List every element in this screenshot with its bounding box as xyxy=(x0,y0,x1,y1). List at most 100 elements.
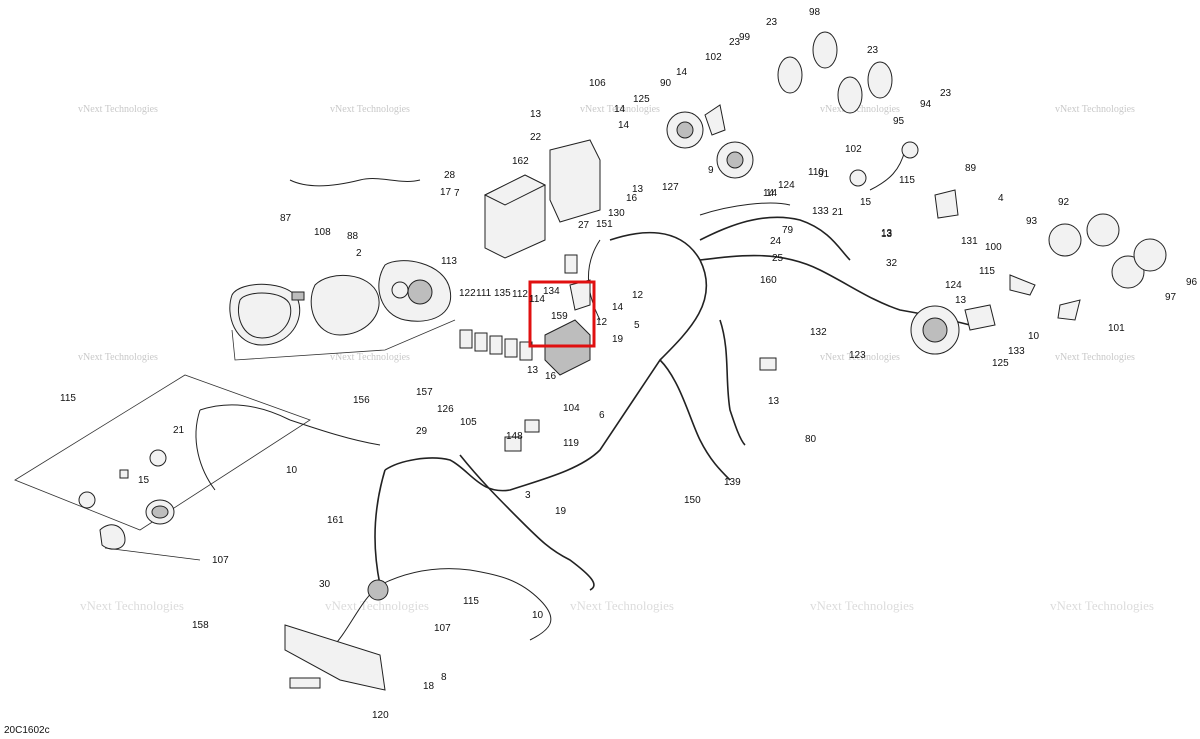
callout-label: 156 xyxy=(353,395,370,406)
right-light-assemblies xyxy=(910,189,1167,355)
watermark: vNext Technologies xyxy=(580,104,660,115)
callout-label: 79 xyxy=(782,225,794,236)
callout-label: 115 xyxy=(463,596,479,607)
callout-label: 13 xyxy=(955,295,967,306)
callout-label: 115 xyxy=(899,175,915,186)
callout-label: 92 xyxy=(1058,197,1070,208)
callout-label: 101 xyxy=(1108,323,1125,334)
callout-label: 113 xyxy=(441,256,457,267)
front-headlights xyxy=(666,31,919,187)
figure-reference-code: 20C1602c xyxy=(4,725,50,736)
callout-label: 95 xyxy=(893,116,905,127)
watermark: vNext Technologies xyxy=(78,352,158,363)
callout-label: 127 xyxy=(662,182,679,193)
callout-label: 132 xyxy=(810,327,827,338)
callout-label: 87 xyxy=(280,213,292,224)
callout-label: 23 xyxy=(940,88,952,99)
callout-label: 104 xyxy=(563,403,580,414)
watermark: vNext Technologies xyxy=(820,104,900,115)
callout-label: 131 xyxy=(961,236,978,247)
callout-label: 10 xyxy=(286,465,298,476)
callout-label: 122 xyxy=(459,288,476,299)
callout-label: 10 xyxy=(532,610,544,621)
callout-label: 15 xyxy=(860,197,872,208)
callout-label: 7 xyxy=(454,188,460,199)
callout-label: 139 xyxy=(724,477,741,488)
callout-label: 16 xyxy=(545,371,557,382)
callout-label: 12 xyxy=(632,290,644,301)
callout-label: 124 xyxy=(778,180,795,191)
callout-label: 14 xyxy=(612,302,624,313)
callout-label: 13 xyxy=(527,365,539,376)
callout-label: 90 xyxy=(660,78,672,89)
callout-label: 133 xyxy=(812,206,829,217)
callout-label: 162 xyxy=(512,156,529,167)
callout-label: 6 xyxy=(599,410,605,421)
callout-label: 98 xyxy=(809,7,821,18)
callout-label: 22 xyxy=(530,132,542,143)
callout-label: 111 xyxy=(476,288,492,299)
callout-label: 91 xyxy=(818,169,830,180)
callout-label: 105 xyxy=(460,417,477,428)
callout-label: 125 xyxy=(633,94,650,105)
callout-label: 102 xyxy=(845,144,862,155)
relay-block xyxy=(459,329,533,361)
callout-label: 100 xyxy=(985,242,1002,253)
callout-label: 8 xyxy=(441,672,447,683)
callout-label: 23 xyxy=(867,45,879,56)
callout-label: 29 xyxy=(416,426,428,437)
watermark: vNext Technologies xyxy=(78,104,158,115)
callout-label: 14 xyxy=(614,104,626,115)
callout-label: 14 xyxy=(763,188,775,199)
callout-label: 115 xyxy=(979,266,995,277)
callout-label: 130 xyxy=(608,208,625,219)
callout-label: 13 xyxy=(881,229,893,240)
callout-label: 23 xyxy=(766,17,778,28)
callout-label: 4 xyxy=(998,193,1004,204)
callout-label: 12 xyxy=(596,317,608,328)
watermark: vNext Technologies xyxy=(330,352,410,363)
callout-label: 14 xyxy=(618,120,630,131)
callout-label: 17 xyxy=(440,187,452,198)
callout-label: 14 xyxy=(766,188,778,199)
callout-label: 14 xyxy=(676,67,688,78)
watermark: vNext Technologies xyxy=(1055,104,1135,115)
callout-label: 123 xyxy=(849,350,866,361)
callout-label: 114 xyxy=(529,294,545,305)
callout-label: 93 xyxy=(1026,216,1038,227)
callout-labels: 98 23 99 102 14 23 90 23 106 125 95 13 1… xyxy=(60,7,1198,721)
callout-label: 112 xyxy=(512,289,528,300)
callout-label: 160 xyxy=(760,275,777,286)
watermark: vNext Technologies xyxy=(325,598,429,613)
left-rear-light-kit xyxy=(14,374,311,561)
watermark: vNext Technologies xyxy=(1055,352,1135,363)
callout-label: 25 xyxy=(772,253,784,264)
callout-label: 16 xyxy=(626,193,638,204)
callout-label: 21 xyxy=(832,207,844,218)
callout-label: 32 xyxy=(886,258,898,269)
callout-label: 133 xyxy=(1008,346,1025,357)
callout-label: 21 xyxy=(173,425,185,436)
callout-label: 110 xyxy=(808,167,824,178)
callout-label: 23 xyxy=(729,37,741,48)
callout-label: 13 xyxy=(768,396,780,407)
callout-label: 102 xyxy=(705,52,722,63)
callout-label: 19 xyxy=(612,334,624,345)
callout-label: 107 xyxy=(212,555,229,566)
callout-label: 126 xyxy=(437,404,454,415)
watermark-layer: vNext Technologies vNext Technologies vN… xyxy=(78,104,1154,613)
callout-label: 88 xyxy=(347,231,359,242)
callout-label: 106 xyxy=(589,78,606,89)
callout-label: 158 xyxy=(192,620,209,631)
watermark: vNext Technologies xyxy=(80,598,184,613)
callout-label: 134 xyxy=(543,286,560,297)
callout-label: 125 xyxy=(992,358,1009,369)
watermark: vNext Technologies xyxy=(820,352,900,363)
callout-label: 150 xyxy=(684,495,701,506)
callout-label: 135 xyxy=(494,288,511,299)
callout-label: 161 xyxy=(327,515,344,526)
callout-label: 124 xyxy=(945,280,962,291)
callout-label: 10 xyxy=(1028,331,1040,342)
callout-label: 148 xyxy=(506,431,523,442)
tail-light-bracket xyxy=(284,357,777,691)
